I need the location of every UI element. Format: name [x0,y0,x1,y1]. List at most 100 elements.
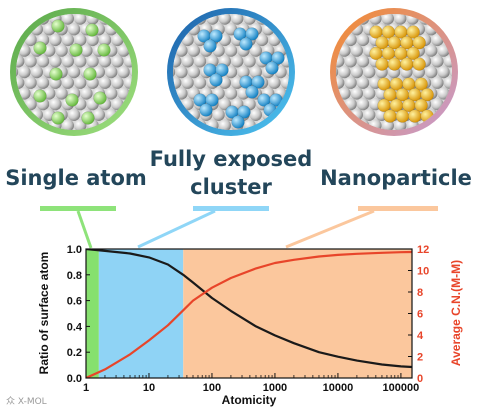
lattice-atom [105,65,118,79]
lattice-atom [313,109,325,121]
lattice-atom [136,141,148,153]
lattice-atom [299,23,311,35]
lattice-atom [86,141,98,153]
lattice-atom [55,87,68,100]
lattice-atom [150,2,162,14]
lattice-atom [111,76,124,89]
x-tick-label: 10000 [323,382,354,394]
lattice-atom [218,14,232,25]
lattice-atom [206,0,218,3]
x-tick-label: 100 [203,382,221,394]
lattice-atom [31,130,43,142]
lattice-atom [92,108,106,122]
single-atom-label: Single atom [5,166,147,190]
lattice-atom [173,119,182,130]
watermark: 众 X-MOL [6,396,47,407]
lattice-atom [150,23,162,35]
lattice-atom [299,87,311,99]
lattice-atom [468,141,480,153]
y-tick-label: 0.2 [67,347,82,359]
lattice-atom [98,33,112,47]
lattice-atom [49,0,61,3]
cluster-atom [231,115,245,129]
lattice-atom [320,0,332,3]
lattice-atom [157,55,169,67]
lattice-atom [138,44,150,56]
single-atom-sites [33,19,111,125]
lattice-atom [356,97,370,111]
lattice-atom [163,130,175,142]
lattice-atom [307,119,319,131]
lattice-atom [312,130,324,142]
lattice-atom [475,44,482,56]
lattice-atom [0,109,6,121]
lattice-atom [305,12,317,24]
y2-tick-label: 0 [417,373,423,385]
region-band-0 [86,249,99,378]
lattice-atom [307,12,319,24]
lattice-atom [0,130,6,142]
lattice-atom [287,2,299,14]
lattice-atom [301,23,313,35]
lattice-atom [456,12,468,24]
lattice-atom [99,0,111,3]
lattice-atom [363,87,376,100]
lattice-atom [462,2,474,14]
lattice-atom [449,108,452,122]
lattice-atom [468,98,480,110]
lattice-atom [155,87,167,99]
lattice-atom [431,141,443,153]
lattice-atom [256,0,268,3]
lattice-atom [468,34,480,46]
lattice-atom [356,55,370,68]
lattice-atom [425,130,437,142]
single-atom [85,23,99,37]
lattice-atom [111,55,124,68]
lattice-atom [286,23,289,36]
single-atom [81,111,95,125]
lattice-atom [344,76,357,89]
lattice-atom [369,141,381,153]
lattice-atom [123,119,132,130]
cluster-atom [239,37,253,51]
single-atom [65,93,79,107]
lattice-atom [456,119,468,131]
lattice-atom [148,98,160,110]
lattice-atom [24,76,37,89]
lattice-atom [444,0,456,3]
lattice-atom [318,119,330,131]
lattice-atom [450,2,462,14]
lattice-atom [274,130,286,142]
lattice-atom [0,2,6,14]
lattice-atom [144,77,156,89]
lattice-atom [305,98,317,110]
lattice-atom [161,12,173,24]
lattice-atom [188,130,200,142]
x-tick-label: 100000 [383,382,420,394]
lattice-atom [18,130,30,142]
single-atom [49,67,63,81]
single-atom [97,43,111,57]
lattice-atom [111,0,123,3]
x-axis-title: Atomicity [222,393,277,407]
lattice-atom [475,130,482,142]
lattice-atom [49,55,62,68]
lattice-atom [49,97,62,111]
cluster-atom [215,63,229,77]
lattice-atom [301,44,313,56]
lattice-atom [37,0,49,3]
lattice-atom [142,2,154,14]
lattice-atom [136,12,148,24]
lattice-atom [138,130,150,142]
lattice-atom [462,87,474,99]
lattice-atom [307,0,319,3]
single-atom-connector-bar [40,206,116,211]
lattice-atom [187,65,200,79]
y2-tick-label: 2 [417,352,423,364]
cluster-atom [205,93,219,107]
lattice-atom [286,108,289,122]
lattice-atom [0,34,12,46]
lattice-atom [268,76,281,89]
lattice-atom [320,55,332,67]
lattice-atom [175,65,188,79]
